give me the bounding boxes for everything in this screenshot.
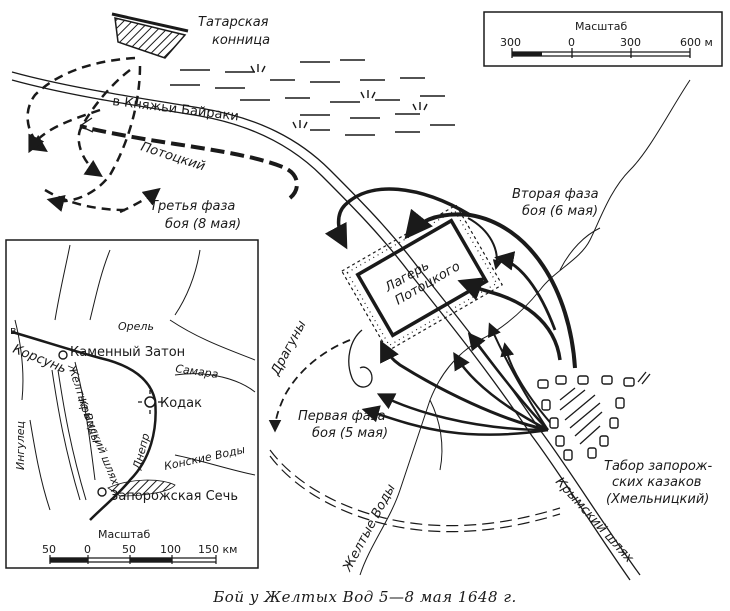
inset-label-samara: Самара — [175, 362, 220, 381]
label-second-phase-2: боя (6 мая) — [522, 204, 598, 219]
label-knyazhi-bayraki: в Княжьи Байраки — [112, 94, 240, 124]
marsh — [170, 59, 455, 136]
map-caption: Бой у Желтых Вод 5—8 мая 1648 г. — [213, 588, 517, 606]
label-tatar-cavalry-2: конница — [212, 33, 270, 48]
label-tatar-cavalry-1: Татарская — [198, 15, 269, 30]
label-second-phase-1: Вторая фаза — [512, 187, 599, 202]
inset-label-v: в — [10, 324, 16, 337]
inset-label-kodak: Кодак — [160, 396, 202, 411]
rivers — [359, 79, 691, 576]
label-tabor-1: Табор запорож- — [604, 459, 713, 474]
third-phase-tatar-arrows — [26, 56, 161, 214]
inset-marker-sech — [97, 487, 107, 497]
scale-main-title: Масштаб — [575, 20, 627, 33]
inset-rivers — [14, 244, 256, 511]
label-tabor-3: (Хмельницкий) — [606, 492, 709, 507]
scale-main-tick-2: 0 — [568, 36, 575, 49]
inset-marker-kodak — [138, 390, 162, 414]
label-zheltye-vody: Желтые Воды — [340, 482, 399, 575]
inset-label-ingulets: Ингулец — [14, 421, 27, 470]
inset-label-kamenny-zaton: Каменный Затон — [70, 345, 185, 360]
scale-main-tick-3: 300 — [620, 36, 641, 49]
inset-scale-tick-2: 0 — [84, 543, 91, 556]
encirclement-dashed — [269, 449, 561, 533]
tabor-hatching — [559, 371, 651, 445]
scale-main-tick-4: 600 м — [680, 36, 713, 49]
label-first-phase-2: боя (5 мая) — [312, 426, 388, 441]
label-third-phase-2: боя (8 мая) — [165, 217, 241, 232]
inset-scale-tick-3: 50 — [122, 543, 136, 556]
inset-scale-tick-4: 100 — [160, 543, 181, 556]
scale-box-main — [483, 11, 723, 67]
second-phase-arrows — [324, 187, 577, 369]
inset-scale-title: Масштаб — [98, 528, 150, 541]
inset-label-orel: Орель — [118, 320, 154, 333]
camp-pototsky — [341, 204, 503, 352]
first-phase-arrows — [361, 322, 556, 436]
scale-main-tick-1: 300 — [500, 36, 521, 49]
inset-label-sech: Запорожская Сечь — [110, 489, 238, 504]
label-tabor-2: ских казаков — [612, 475, 701, 490]
tatar-cavalry-symbol — [111, 12, 189, 59]
inset-marker-kamenny-zaton — [58, 350, 68, 360]
inset-scale-bar — [49, 555, 217, 564]
inset-shlyakh — [51, 361, 96, 501]
label-third-phase-1: Третья фаза — [150, 199, 235, 214]
inset-sech-shading — [107, 479, 176, 497]
tabor-cossacks — [537, 375, 635, 461]
road — [11, 71, 641, 581]
inset-scale-tick-1: 50 — [42, 543, 56, 556]
label-first-phase-1: Первая фаза — [298, 409, 386, 424]
pototsky-retreat-arrow — [79, 117, 299, 200]
inset-scale-tick-5: 150 км — [198, 543, 237, 556]
inset-map: в Корсунь Каменный Затон Орель Самара Ко… — [5, 239, 259, 569]
dragoons-turn — [348, 329, 373, 388]
